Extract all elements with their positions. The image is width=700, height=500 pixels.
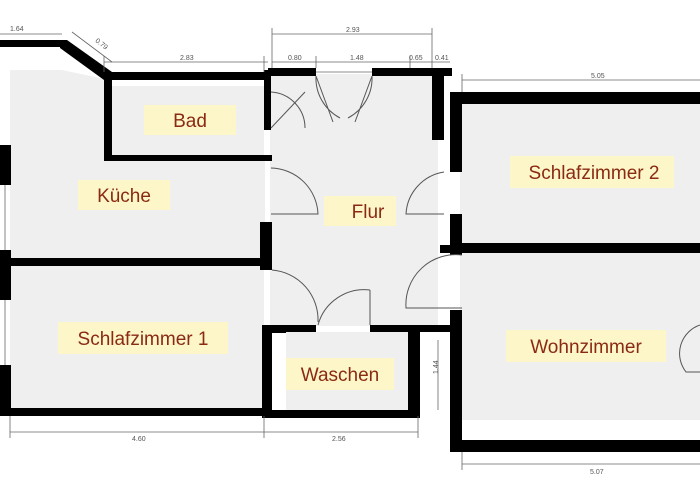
wall-bad-right [264, 70, 271, 130]
dim-bottom-left: 4.60 [132, 436, 146, 443]
dim-flur-total: 2.93 [346, 27, 360, 34]
walls [0, 40, 700, 452]
room-label-bad: Bad [173, 111, 207, 132]
wall-wz-bottom [450, 440, 700, 452]
wall-waschen-top [370, 325, 462, 332]
door-wohnzimmer [405, 254, 463, 309]
wall-left-3 [0, 365, 11, 415]
door-entrance-left [315, 75, 341, 123]
dim-right-top: 5.05 [591, 73, 605, 80]
wall-flur-left-2 [264, 325, 286, 333]
label-bg-wohnzimmer [506, 330, 666, 362]
room-label-kueche: Küche [97, 186, 151, 207]
label-bg-bad [144, 105, 236, 135]
dim-flur-seg3: 0.65 [409, 55, 423, 62]
doors [270, 75, 700, 373]
door-sz2 [405, 171, 445, 215]
wall-top-bad [104, 72, 269, 80]
wall-flur-right-top [432, 68, 444, 140]
door-sz1 [271, 269, 319, 323]
wall-waschen-top-left [286, 325, 316, 332]
dim-bottom-mid: 2.56 [332, 436, 346, 443]
label-bg-schlafzimmer1 [58, 322, 228, 354]
room-label-schlafzimmer1: Schlafzimmer 1 [78, 329, 209, 350]
dim-bad-width: 2.83 [180, 55, 194, 62]
windows [4, 71, 372, 365]
door-entrance-right [347, 75, 373, 123]
wall-flur-left-1 [260, 222, 272, 270]
dim-waschen-height: 1.44 [433, 360, 440, 374]
dim-bottom-right: 5.07 [590, 469, 604, 476]
label-bg-flur [324, 196, 396, 226]
wall-left-1 [0, 145, 11, 185]
room-label-flur: Flur [352, 202, 385, 223]
wall-diagonal [60, 40, 112, 80]
door-bad [270, 91, 306, 129]
wall-top-left [0, 40, 62, 47]
wall-top-flur-right [372, 68, 452, 76]
door-waschen [317, 289, 371, 326]
wall-sz2-bottom [450, 243, 700, 253]
wall-wz-left-1 [450, 245, 462, 255]
wall-top-flur-left [268, 68, 316, 76]
wall-sz2-left [450, 92, 462, 172]
floor-kueche [0, 70, 265, 258]
wall-sz2-left-lower [450, 214, 462, 244]
door-wz-right [679, 324, 700, 373]
wall-waschen-right [408, 330, 420, 418]
wall-waschen-left [262, 325, 272, 417]
room-label-waschen: Waschen [301, 365, 380, 386]
wall-left-2 [0, 250, 11, 300]
label-bg-kueche [78, 180, 170, 210]
dim-flur-seg1: 0.80 [288, 55, 302, 62]
dim-diagonal [71, 31, 113, 63]
wall-bottom-left [0, 408, 272, 416]
wall-kueche-sz1 [10, 258, 272, 266]
dimension-lines [0, 28, 700, 470]
wall-waschen-bottom [262, 410, 420, 418]
dimension-texts: 1.64 0.79 2.83 2.93 0.80 1.48 0.65 0.41 … [10, 26, 605, 476]
dim-flur-seg2: 1.48 [350, 55, 364, 62]
label-bg-waschen [286, 358, 394, 390]
room-labels: Bad Küche Flur Schlafzimmer 2 Schlafzimm… [58, 105, 674, 390]
door-kueche [270, 167, 319, 215]
dim-flur-seg4: 0.41 [435, 55, 449, 62]
wall-sz2-top [450, 92, 700, 104]
wall-wz-left-2 [450, 310, 462, 452]
dim-top-left: 1.64 [10, 26, 24, 33]
wall-bad-bottom [104, 155, 272, 161]
label-bg-schlafzimmer2 [510, 156, 674, 188]
room-label-wohnzimmer: Wohnzimmer [530, 337, 642, 358]
room-label-schlafzimmer2: Schlafzimmer 2 [529, 163, 660, 184]
wall-bad-left [104, 80, 112, 160]
